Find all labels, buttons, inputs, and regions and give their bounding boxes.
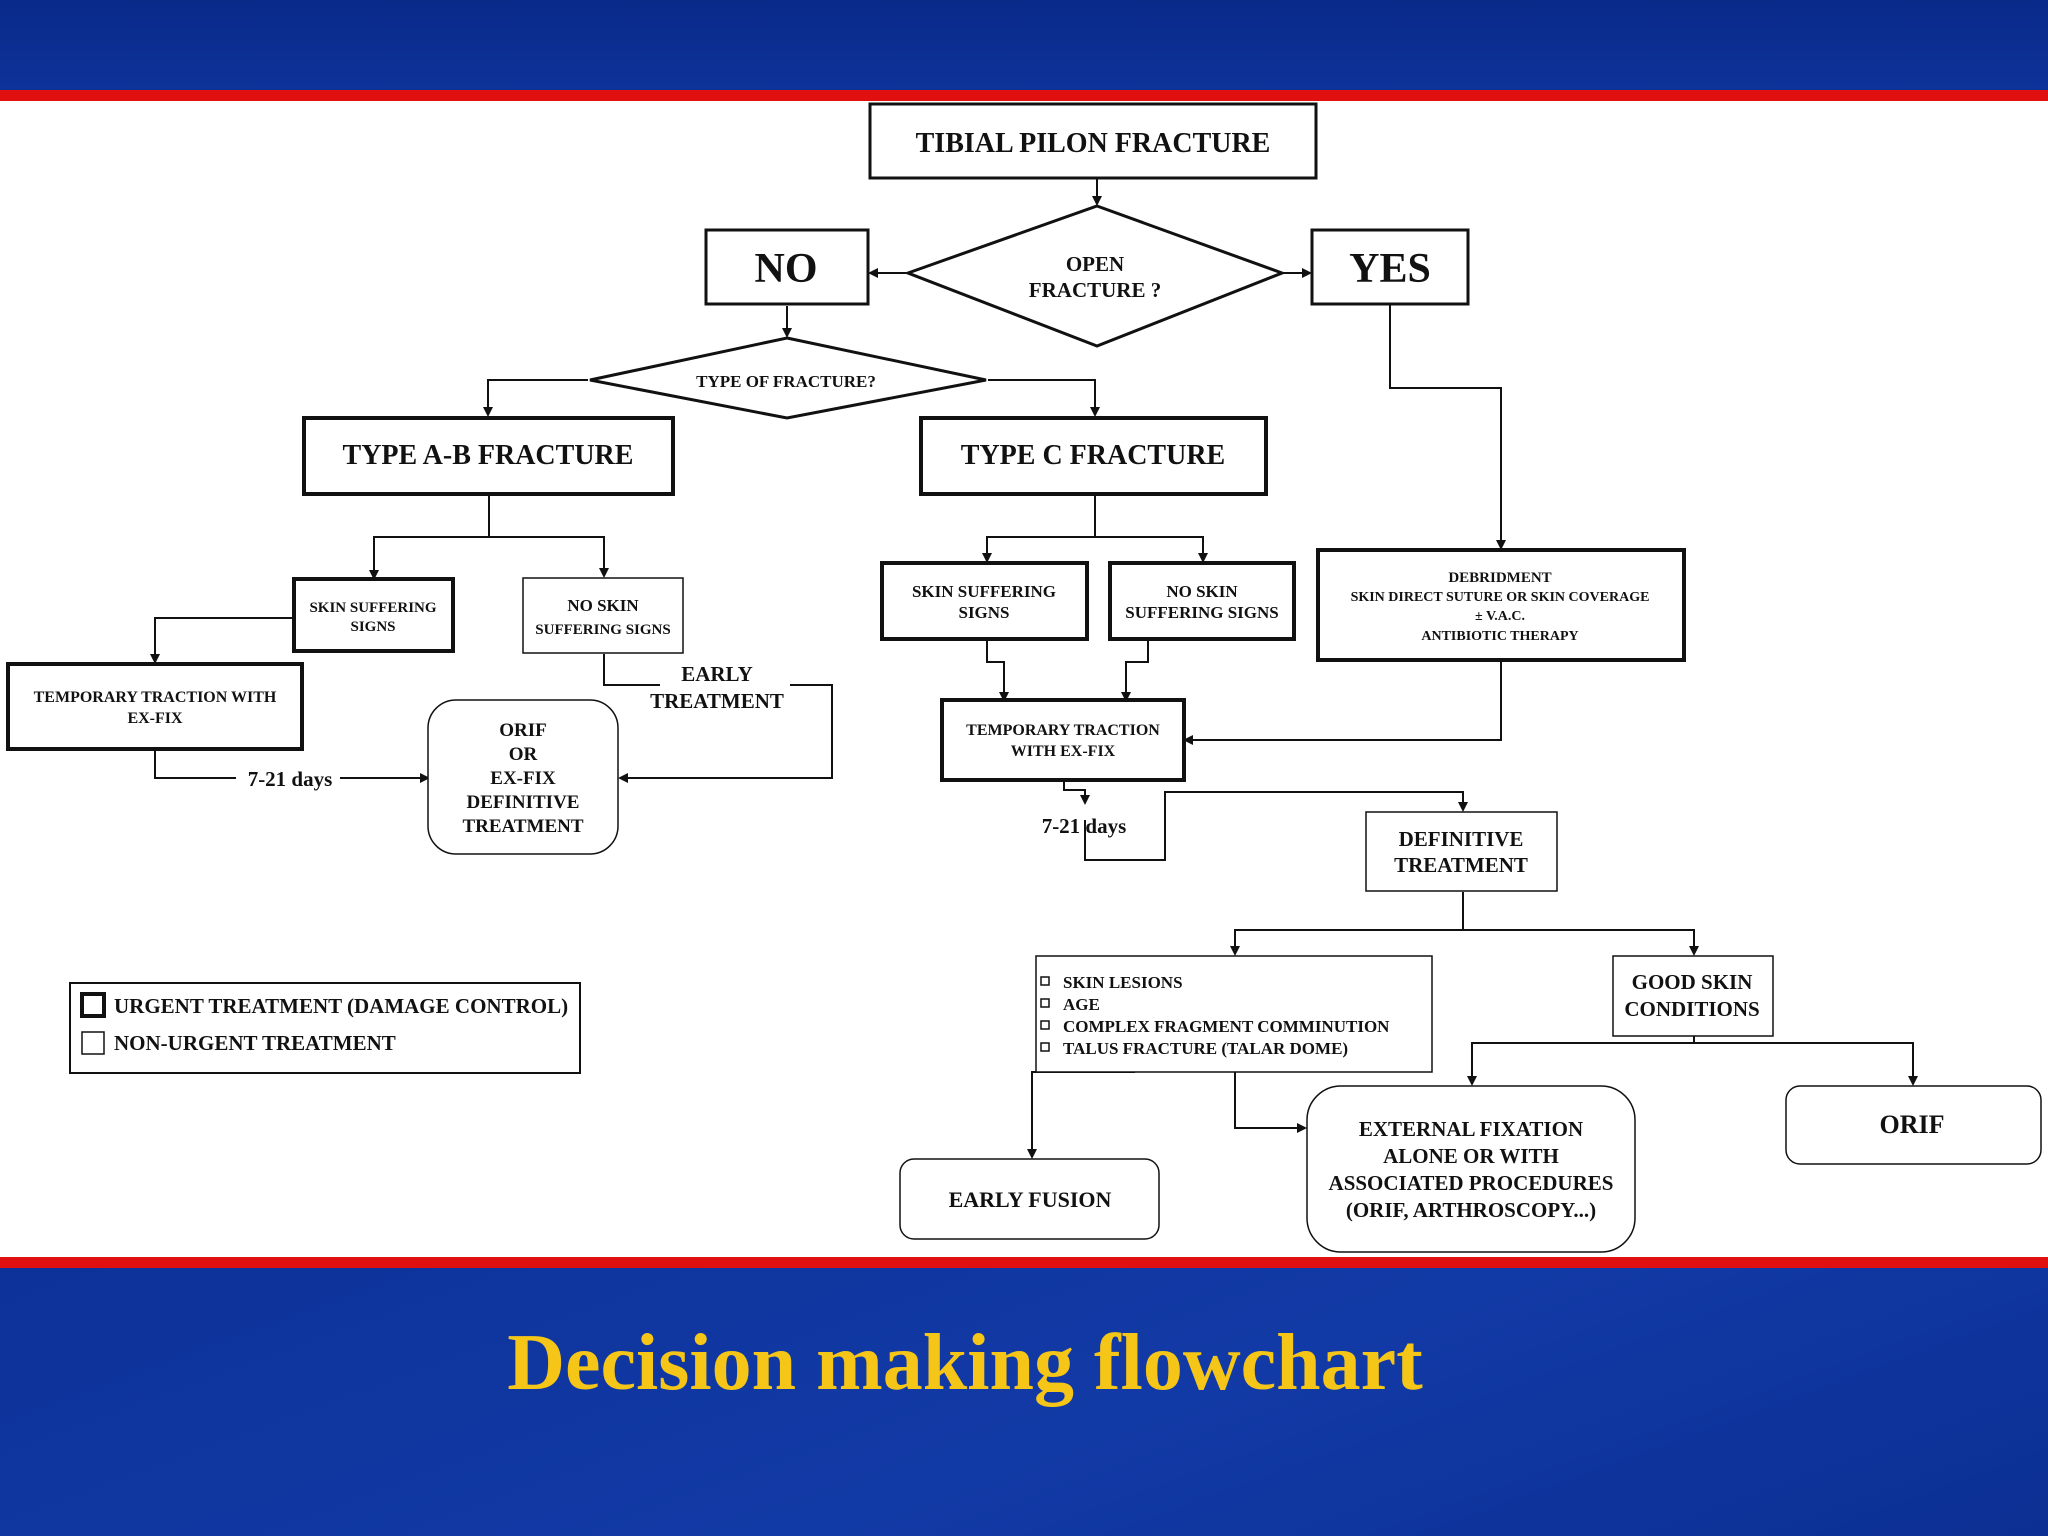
bottom-banner xyxy=(0,1268,2048,1536)
ab-days-label: 7-21 days xyxy=(248,767,333,791)
bottom-red-stripe xyxy=(0,1257,2048,1268)
early-fusion-label: EARLY FUSION xyxy=(949,1187,1112,1212)
type-ab-box xyxy=(302,416,675,496)
ab-traction-box xyxy=(6,662,304,751)
labels: TIBIAL PILON FRACTURE OPEN FRACTURE ? NO… xyxy=(34,128,1945,1222)
factor-item: AGE xyxy=(1063,995,1100,1014)
debridment-line2: SKIN DIRECT SUTURE OR SKIN COVERAGE xyxy=(1351,590,1650,605)
top-red-stripe xyxy=(0,90,2048,101)
root-label: TIBIAL PILON FRACTURE xyxy=(916,128,1271,159)
ab-no-skin-box xyxy=(522,577,684,654)
no-box xyxy=(704,228,870,306)
early-treatment-line1: EARLY xyxy=(681,662,753,686)
open-fracture-line1: OPEN xyxy=(1066,252,1124,276)
good-skin-line2: CONDITIONS xyxy=(1624,997,1759,1021)
orif-line4: DEFINITIVE xyxy=(467,792,580,813)
c-traction-line2: WITH EX-FIX xyxy=(1011,743,1116,760)
ab-traction-line2: EX-FIX xyxy=(127,710,183,727)
ab-skin-line1: SKIN SUFFERING xyxy=(309,600,436,616)
flowchart: TIBIAL PILON FRACTURE OPEN FRACTURE ? NO… xyxy=(6,102,2042,1253)
debridment-line4: ANTIBIOTIC THERAPY xyxy=(1421,629,1578,644)
debridment-line3: ± V.A.C. xyxy=(1475,609,1525,624)
c-noskin-line1: NO SKIN xyxy=(1166,582,1238,601)
ab-traction-line1: TEMPORARY TRACTION WITH xyxy=(34,689,277,706)
early-fusion-box xyxy=(899,1158,1160,1240)
legend-nonurgent-label: NON-URGENT TREATMENT xyxy=(114,1031,396,1055)
yes-box xyxy=(1310,228,1470,306)
external-fixation-line4: (ORIF, ARTHROSCOPY...) xyxy=(1346,1198,1596,1222)
ab-noskin-line2: SUFFERING SIGNS xyxy=(535,622,670,638)
top-banner xyxy=(0,0,2048,90)
orif-box xyxy=(1785,1085,2042,1165)
legend-nonurgent-swatch xyxy=(81,1031,105,1055)
orif-line2: OR xyxy=(509,744,538,765)
debridment-box xyxy=(1316,548,1686,662)
c-skin-suffering-box xyxy=(880,561,1089,641)
legend-urgent-label: URGENT TREATMENT (DAMAGE CONTROL) xyxy=(114,994,568,1018)
orif-line5: TREATMENT xyxy=(462,816,583,837)
legend-box xyxy=(69,982,581,1074)
factor-item: COMPLEX FRAGMENT COMMINUTION xyxy=(1063,1017,1390,1036)
type-ab-label: TYPE A-B FRACTURE xyxy=(343,440,634,471)
factor-item: TALUS FRACTURE (TALAR DOME) xyxy=(1063,1039,1348,1058)
orif-line3: EX-FIX xyxy=(490,768,556,789)
good-skin-line1: GOOD SKIN xyxy=(1632,970,1753,994)
definitive-line2: TREATMENT xyxy=(1394,853,1528,877)
factor-bullets xyxy=(1040,976,1050,1052)
external-fixation-line3: ASSOCIATED PROCEDURES xyxy=(1329,1171,1614,1195)
type-of-fracture-diamond xyxy=(589,336,987,420)
external-fixation-line1: EXTERNAL FIXATION xyxy=(1359,1117,1583,1141)
legend-urgent-swatch xyxy=(80,992,106,1018)
orif-rounded-box xyxy=(427,699,619,855)
orif-line1: ORIF xyxy=(499,720,547,741)
type-of-fracture-label: TYPE OF FRACTURE? xyxy=(696,372,876,391)
root-box xyxy=(868,102,1318,180)
type-c-label: TYPE C FRACTURE xyxy=(961,440,1225,471)
open-fracture-line2: FRACTURE ? xyxy=(1029,278,1161,302)
type-c-box xyxy=(919,416,1268,496)
ab-skin-line2: SIGNS xyxy=(350,619,395,635)
c-noskin-line2: SUFFERING SIGNS xyxy=(1125,603,1279,622)
c-skin-line2: SIGNS xyxy=(958,603,1009,622)
c-days-label: 7-21 days xyxy=(1042,814,1127,838)
c-traction-line1: TEMPORARY TRACTION xyxy=(966,722,1160,739)
definitive-line1: DEFINITIVE xyxy=(1399,827,1524,851)
good-skin-box xyxy=(1612,955,1774,1037)
c-no-skin-box xyxy=(1108,561,1296,641)
definitive-treatment-box xyxy=(1365,811,1558,892)
ab-skin-suffering-box xyxy=(292,577,455,653)
external-fixation-line2: ALONE OR WITH xyxy=(1383,1144,1559,1168)
ab-noskin-line1: NO SKIN xyxy=(567,596,639,615)
orif-label: ORIF xyxy=(1880,1110,1945,1139)
early-treatment-line2: TREATMENT xyxy=(650,689,784,713)
c-traction-box xyxy=(940,698,1186,782)
debridment-line1: DEBRIDMENT xyxy=(1448,570,1551,586)
factor-item: SKIN LESIONS xyxy=(1063,973,1183,992)
factors-box xyxy=(1035,955,1433,1073)
c-skin-line1: SKIN SUFFERING xyxy=(912,582,1056,601)
external-fixation-box xyxy=(1306,1085,1636,1253)
slide-title: Decision making flowchart xyxy=(507,1319,1423,1407)
no-label: NO xyxy=(755,246,818,292)
yes-label: YES xyxy=(1349,246,1431,292)
open-fracture-diamond xyxy=(903,204,1287,348)
